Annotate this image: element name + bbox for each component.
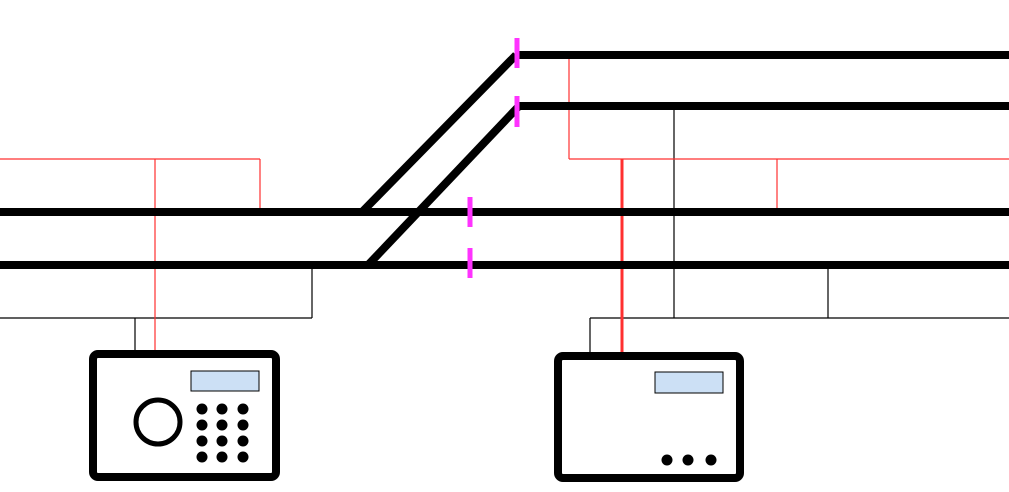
controller-right [554,352,744,482]
track-crossover-inner [365,103,522,268]
keypad-icon [196,403,249,463]
isolating-gaps [467,38,520,278]
track-layout [0,51,1009,269]
display-screen-icon [190,370,260,392]
display-screen-icon [654,371,724,394]
return-wires [0,108,1009,353]
indicator-dots-icon [661,454,717,466]
speed-knob-icon [133,397,183,447]
feeder-wires [0,56,1009,352]
controller-left [89,350,280,481]
track-crossover-outer [359,52,519,215]
